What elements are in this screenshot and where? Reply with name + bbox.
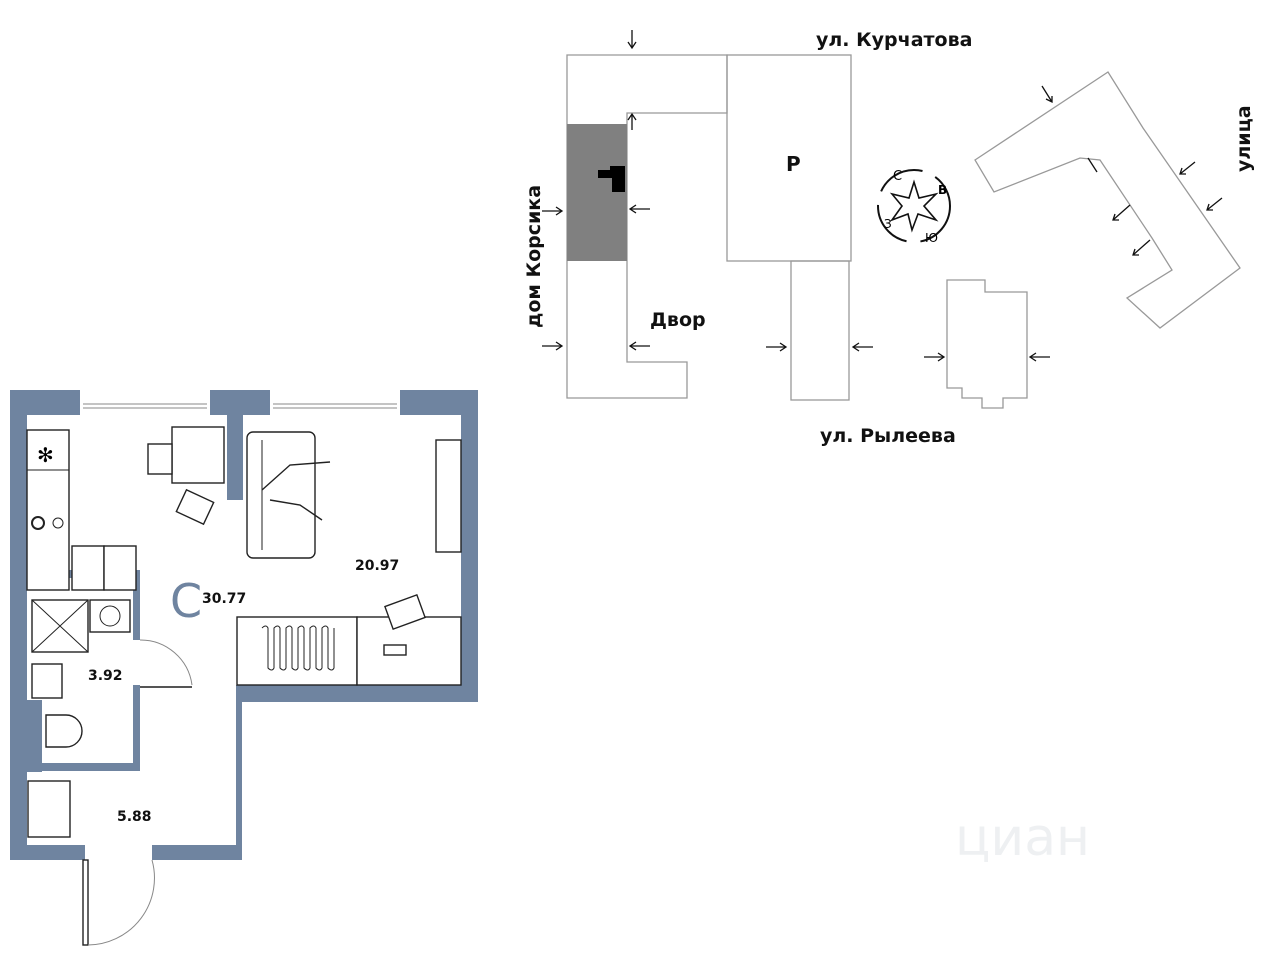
toilet-icon — [45, 714, 83, 748]
computer-icon — [383, 644, 407, 656]
desk-chair-icon — [384, 594, 426, 630]
apartment-marker — [598, 166, 625, 192]
desk-icon — [356, 616, 462, 686]
entrance-door — [82, 859, 89, 946]
window-kitchen — [80, 390, 210, 415]
street-right-label: улица — [1233, 105, 1255, 172]
compass-icon: С В Ю З — [877, 169, 951, 245]
chair-icon — [175, 488, 215, 526]
chair-icon — [147, 443, 173, 475]
stove-icon — [31, 516, 45, 530]
courtyard-label: Двор — [650, 309, 706, 331]
floor-plan: ✻ С 30.77 20.97 3.92 5.88 — [10, 390, 478, 946]
building-small — [946, 279, 1028, 409]
entrance-door-opening — [85, 845, 152, 860]
site-plan: ул. Курчатова ул. Рылеева улица дом Корс… — [523, 29, 1255, 447]
bathroom-area-label: 3.92 — [88, 668, 123, 684]
building-middle — [790, 260, 850, 401]
room-type-symbol: С — [170, 574, 202, 628]
compass-west: З — [884, 217, 892, 231]
kitchen-counter — [26, 429, 70, 591]
compass-north: С — [893, 169, 902, 184]
washing-machine-icon — [89, 599, 131, 633]
building-left-label: дом Корсика — [523, 185, 545, 328]
dishwasher-icon — [103, 545, 137, 591]
sink-icon — [71, 545, 105, 591]
tv-icon — [435, 439, 462, 553]
parking-label: P — [786, 152, 801, 176]
bathroom-door — [139, 639, 193, 686]
compass-east: В — [938, 183, 947, 197]
bathroom-sink-icon — [31, 663, 63, 699]
living-area-label: 20.97 — [355, 558, 399, 574]
compass-south: Ю — [925, 231, 938, 245]
watermark-logo: циан — [955, 808, 1090, 868]
parking-building — [726, 54, 852, 262]
building-right — [974, 71, 1241, 329]
freezer-icon: ✻ — [37, 443, 54, 467]
sofa-icon — [246, 431, 316, 559]
total-area-label: 30.77 — [202, 591, 246, 607]
entrance-arrows — [542, 30, 1223, 362]
wardrobe-icon — [236, 616, 358, 686]
radiator-icon — [27, 780, 71, 838]
people-icon — [261, 461, 331, 521]
hallway-area-label: 5.88 — [117, 809, 152, 825]
selected-section — [567, 124, 627, 261]
partition-wall — [227, 415, 243, 500]
street-top-label: ул. Курчатова — [816, 29, 972, 51]
table-icon — [171, 426, 225, 484]
street-bottom-label: ул. Рылеева — [820, 425, 956, 447]
window-room — [270, 390, 400, 415]
